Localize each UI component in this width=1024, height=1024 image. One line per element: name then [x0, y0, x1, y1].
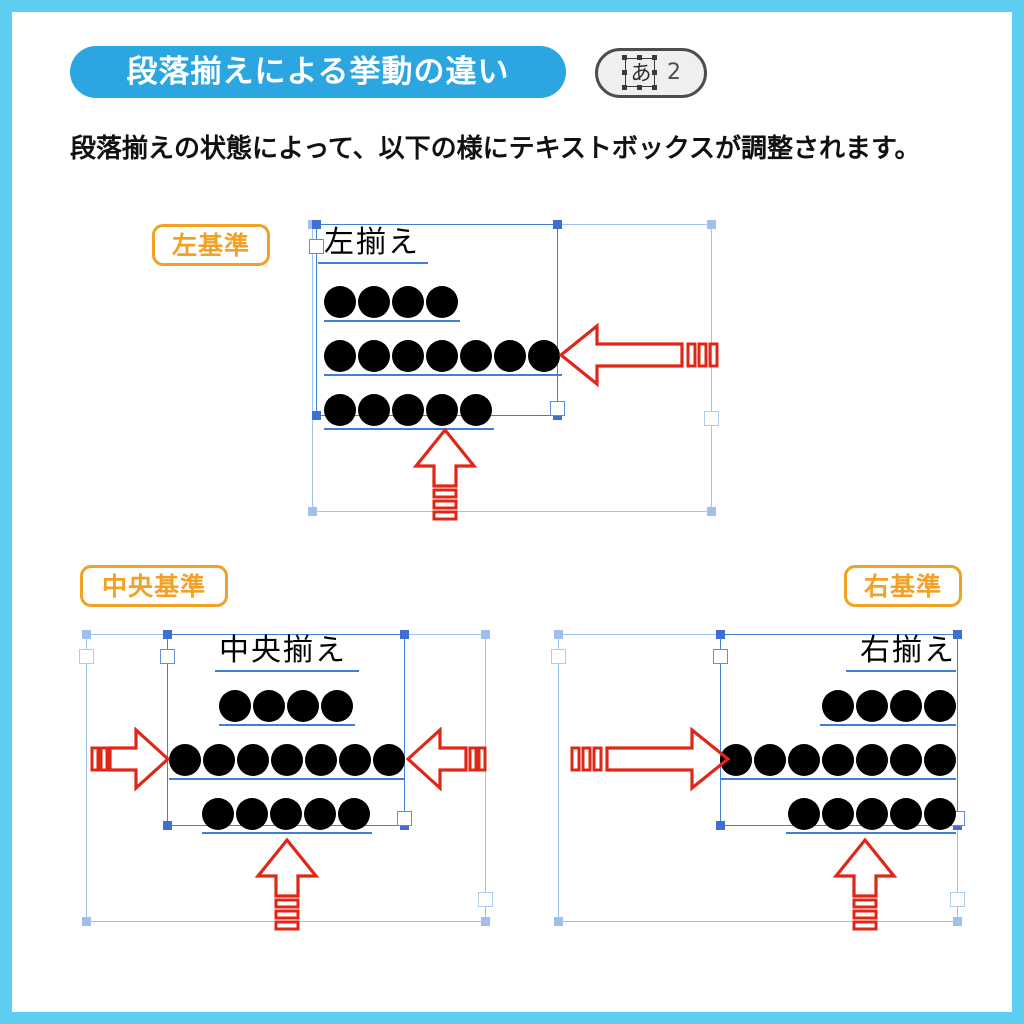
text-row [324, 286, 564, 330]
arrow-shrink-up [252, 836, 322, 932]
text-row [324, 340, 564, 384]
arrow-shrink-left [557, 320, 727, 390]
inner-handle-left-mid[interactable] [713, 649, 728, 664]
row-dots [324, 286, 460, 318]
text-row [722, 798, 956, 842]
sample-text-row-left: 左揃え [318, 226, 558, 274]
outer-handle-left-mid[interactable] [551, 649, 566, 664]
row-dots [718, 744, 956, 776]
text-row [169, 744, 405, 788]
label-center-base: 中央基準 [80, 565, 228, 607]
arrow-shrink-right [562, 724, 732, 794]
row-dots [786, 798, 956, 830]
section-badge: あ 2 [595, 48, 707, 98]
inner-handle-right-mid[interactable] [550, 401, 565, 416]
outer-handle-right-mid[interactable] [950, 892, 965, 907]
text-row [722, 690, 956, 734]
text-row [169, 690, 403, 734]
page-title-pill: 段落揃えによる挙動の違い [70, 46, 566, 98]
row-dots [169, 744, 407, 776]
subtitle-text: 段落揃えの状態によって、以下の様にテキストボックスが調整されます。 [70, 134, 921, 164]
row-dots [324, 394, 494, 426]
label-left-base: 左基準 [152, 224, 270, 266]
outer-handle-right-mid[interactable] [478, 892, 493, 907]
page-title: 段落揃えによる挙動の違い [126, 53, 510, 90]
badge-char: あ [630, 60, 652, 85]
sample-text-row-center: 中央揃え [169, 634, 403, 682]
arrow-shrink-up [410, 426, 480, 522]
inner-handle-left-mid[interactable] [160, 649, 175, 664]
sample-text-row-right: 右揃え [722, 634, 956, 682]
badge-number: 2 [667, 60, 681, 85]
row-dots [219, 690, 355, 722]
arrow-shrink-left [404, 724, 494, 794]
text-row [720, 744, 956, 788]
label-right-base: 右基準 [844, 565, 962, 607]
text-row [324, 394, 564, 438]
row-dots [202, 798, 372, 830]
arrow-shrink-right [90, 724, 172, 794]
outer-handle-left-mid[interactable] [79, 649, 94, 664]
arrow-shrink-up [830, 836, 900, 932]
slide-page: 段落揃えによる挙動の違い あ 2 段落揃えの状態によって、以下の様にテキストボッ… [12, 12, 1012, 1012]
inner-handle-right-mid[interactable] [397, 811, 412, 826]
row-dots [324, 340, 562, 372]
row-dots [820, 690, 956, 722]
outer-handle-right-mid[interactable] [704, 410, 719, 426]
text-box-icon: あ [621, 55, 661, 90]
inner-handle-left-mid[interactable] [309, 239, 324, 254]
text-row [169, 798, 403, 842]
